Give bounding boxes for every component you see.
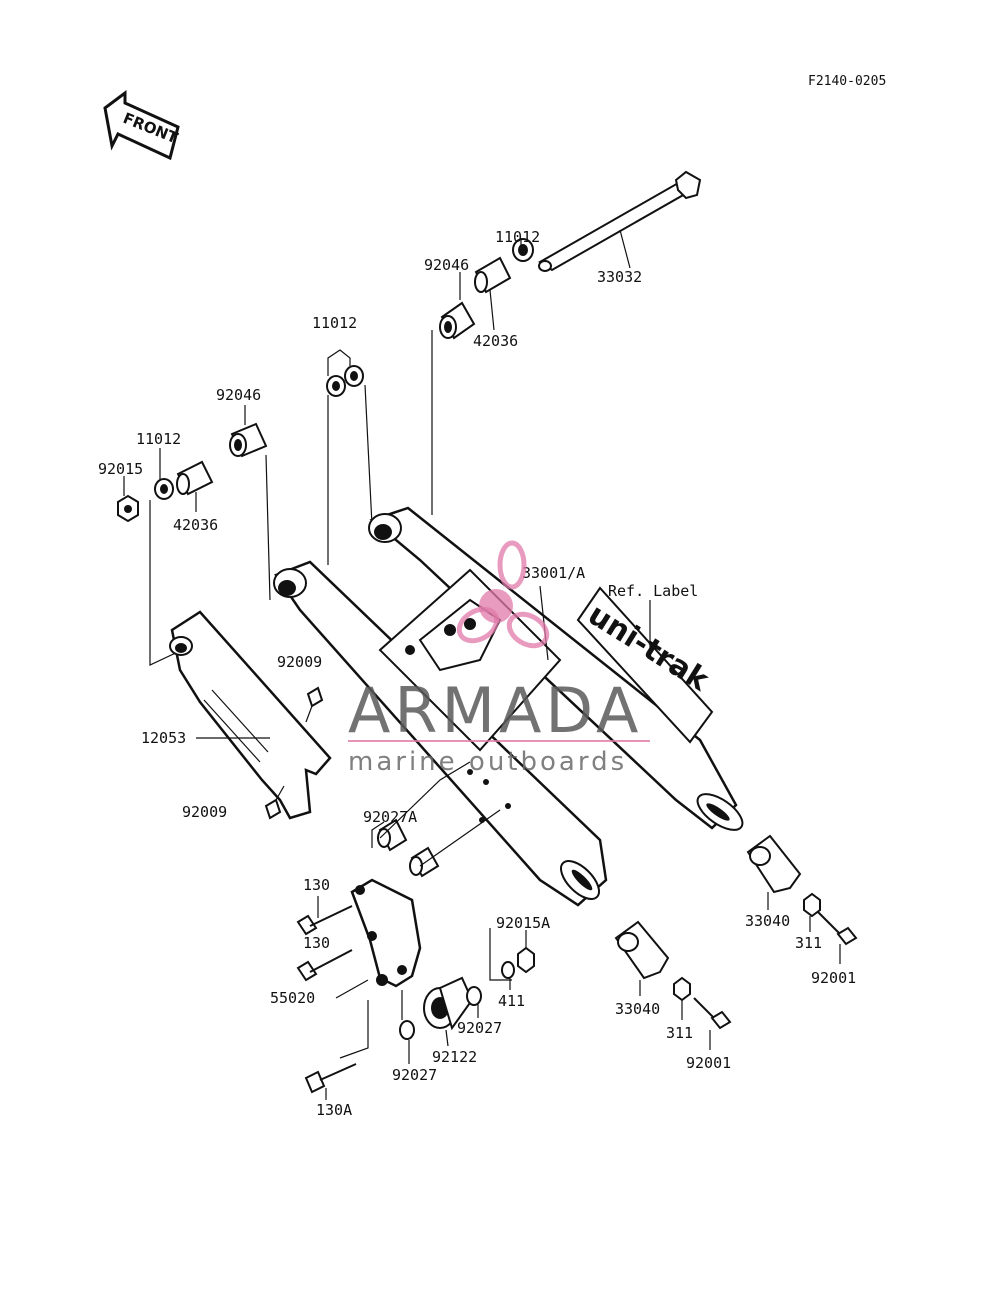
label-130A: 130A bbox=[316, 1101, 352, 1119]
label-92046-top: 92046 bbox=[424, 256, 469, 274]
label-33001: 33001/A bbox=[522, 564, 585, 582]
label-55020: 55020 bbox=[270, 989, 315, 1007]
label-11012-top: 11012 bbox=[495, 228, 540, 246]
screw-92009-a bbox=[305, 686, 324, 723]
label-92027A: 92027A bbox=[363, 808, 417, 826]
label-11012-left: 11012 bbox=[136, 430, 181, 448]
bushing-92046-top bbox=[439, 272, 476, 340]
watermark-tagline: marine outboards bbox=[348, 747, 627, 777]
label-42036-left: 42036 bbox=[173, 516, 218, 534]
assembly-leader-lines bbox=[149, 330, 433, 666]
watermark-brand: ARMADA bbox=[348, 674, 642, 747]
label-42036-top: 42036 bbox=[473, 332, 518, 350]
label-92015: 92015 bbox=[98, 460, 143, 478]
chain-adjuster-33040-a bbox=[746, 834, 802, 910]
collars-92027A bbox=[371, 761, 501, 878]
label-130-a: 130 bbox=[303, 876, 330, 894]
bushing-92046-left bbox=[229, 405, 268, 458]
label-92009-b: 92009 bbox=[182, 803, 227, 821]
collar-92027-b bbox=[399, 990, 415, 1064]
front-arrow-icon: FRONT bbox=[103, 90, 181, 161]
label-12053: 12053 bbox=[141, 729, 186, 747]
adjuster-bolt-92001-a bbox=[817, 911, 858, 964]
pivot-shaft-33032 bbox=[538, 170, 702, 272]
label-92009-a: 92009 bbox=[277, 653, 322, 671]
nut-92015A bbox=[489, 928, 535, 981]
label-311-b: 311 bbox=[666, 1024, 693, 1042]
bearing-11012-left bbox=[154, 448, 174, 500]
screw-92009-b bbox=[264, 785, 285, 820]
washer-411 bbox=[501, 961, 515, 990]
label-11012-mid: 11012 bbox=[312, 314, 357, 332]
nut-311-b bbox=[673, 976, 691, 1020]
sleeve-42036-left bbox=[176, 460, 214, 512]
label-311-a: 311 bbox=[795, 934, 822, 952]
bolt-130A bbox=[304, 1063, 357, 1100]
chain-adjuster-33040-b bbox=[614, 920, 670, 996]
label-92001-b: 92001 bbox=[686, 1054, 731, 1072]
label-ref-label: Ref. Label bbox=[608, 582, 698, 600]
adjuster-bolt-92001-b bbox=[693, 997, 732, 1050]
label-33040-b: 33040 bbox=[615, 1000, 660, 1018]
label-411: 411 bbox=[498, 992, 525, 1010]
label-92122: 92122 bbox=[432, 1048, 477, 1066]
armada-watermark: ARMADA marine outboards bbox=[348, 540, 650, 777]
collar-92027-a bbox=[466, 986, 482, 1018]
label-92001-a: 92001 bbox=[811, 969, 856, 987]
sleeve-42036-top bbox=[474, 256, 512, 331]
nut-92015 bbox=[117, 476, 139, 523]
bearing-pair-11012-mid bbox=[326, 349, 364, 397]
label-33040-a: 33040 bbox=[745, 912, 790, 930]
label-92027-a: 92027 bbox=[457, 1019, 502, 1037]
diagram-ref-code: F2140-0205 bbox=[808, 74, 886, 89]
label-92027-b: 92027 bbox=[392, 1066, 437, 1084]
label-92015A: 92015A bbox=[496, 914, 550, 932]
bolt-130-a bbox=[296, 896, 353, 936]
bolt-130-b bbox=[296, 949, 353, 982]
label-130-b: 130 bbox=[303, 934, 330, 952]
bearing-11012-top bbox=[512, 238, 534, 262]
tie-rod-55020 bbox=[335, 878, 422, 1059]
nut-311-a bbox=[803, 892, 821, 932]
label-92046-left: 92046 bbox=[216, 386, 261, 404]
label-33032: 33032 bbox=[597, 268, 642, 286]
chain-guard-12053 bbox=[169, 610, 332, 820]
